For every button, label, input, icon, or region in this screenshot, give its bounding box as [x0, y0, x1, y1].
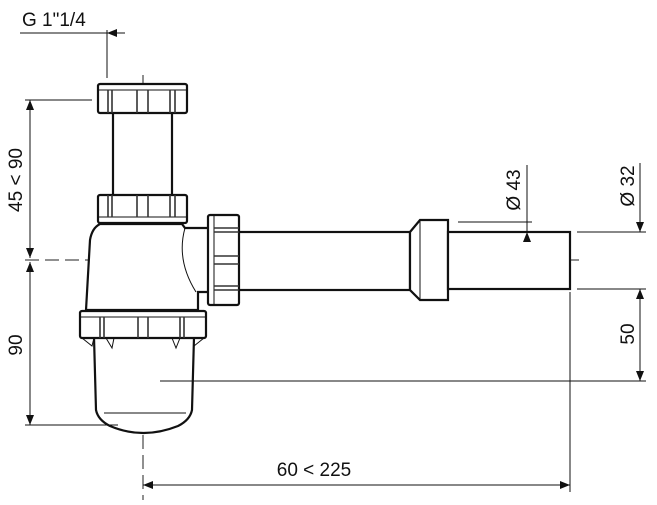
- dimension-length-adjust: 60 < 225: [143, 292, 571, 492]
- side-nut: [206, 213, 241, 307]
- thread-label: G 1"1/4: [22, 10, 86, 31]
- length-adjust-label: 60 < 225: [277, 460, 352, 481]
- dimension-diameter-pipe: Ø 32: [577, 163, 646, 233]
- dimension-bottom-height: 90: [6, 262, 118, 426]
- height-adjust-label: 45 < 90: [6, 148, 27, 212]
- dimension-thread: G 1"1/4: [20, 10, 125, 78]
- dimension-height-adjust: 45 < 90: [6, 99, 92, 258]
- dimension-outlet-height: 50: [160, 288, 646, 382]
- dimension-diameter-coupling: Ø 43: [458, 165, 532, 242]
- top-nut: [96, 82, 189, 115]
- diameter-coupling-label: Ø 43: [504, 169, 525, 210]
- trap-cup: [92, 335, 196, 435]
- inlet-tube: [111, 110, 174, 198]
- bottom-height-label: 90: [6, 334, 27, 355]
- outlet-height-label: 50: [618, 323, 639, 344]
- trap-body: [84, 222, 212, 312]
- middle-nut: [96, 193, 189, 225]
- outlet-pipe: [234, 218, 572, 302]
- bottom-nut: [78, 309, 208, 350]
- diameter-pipe-label: Ø 32: [618, 165, 639, 206]
